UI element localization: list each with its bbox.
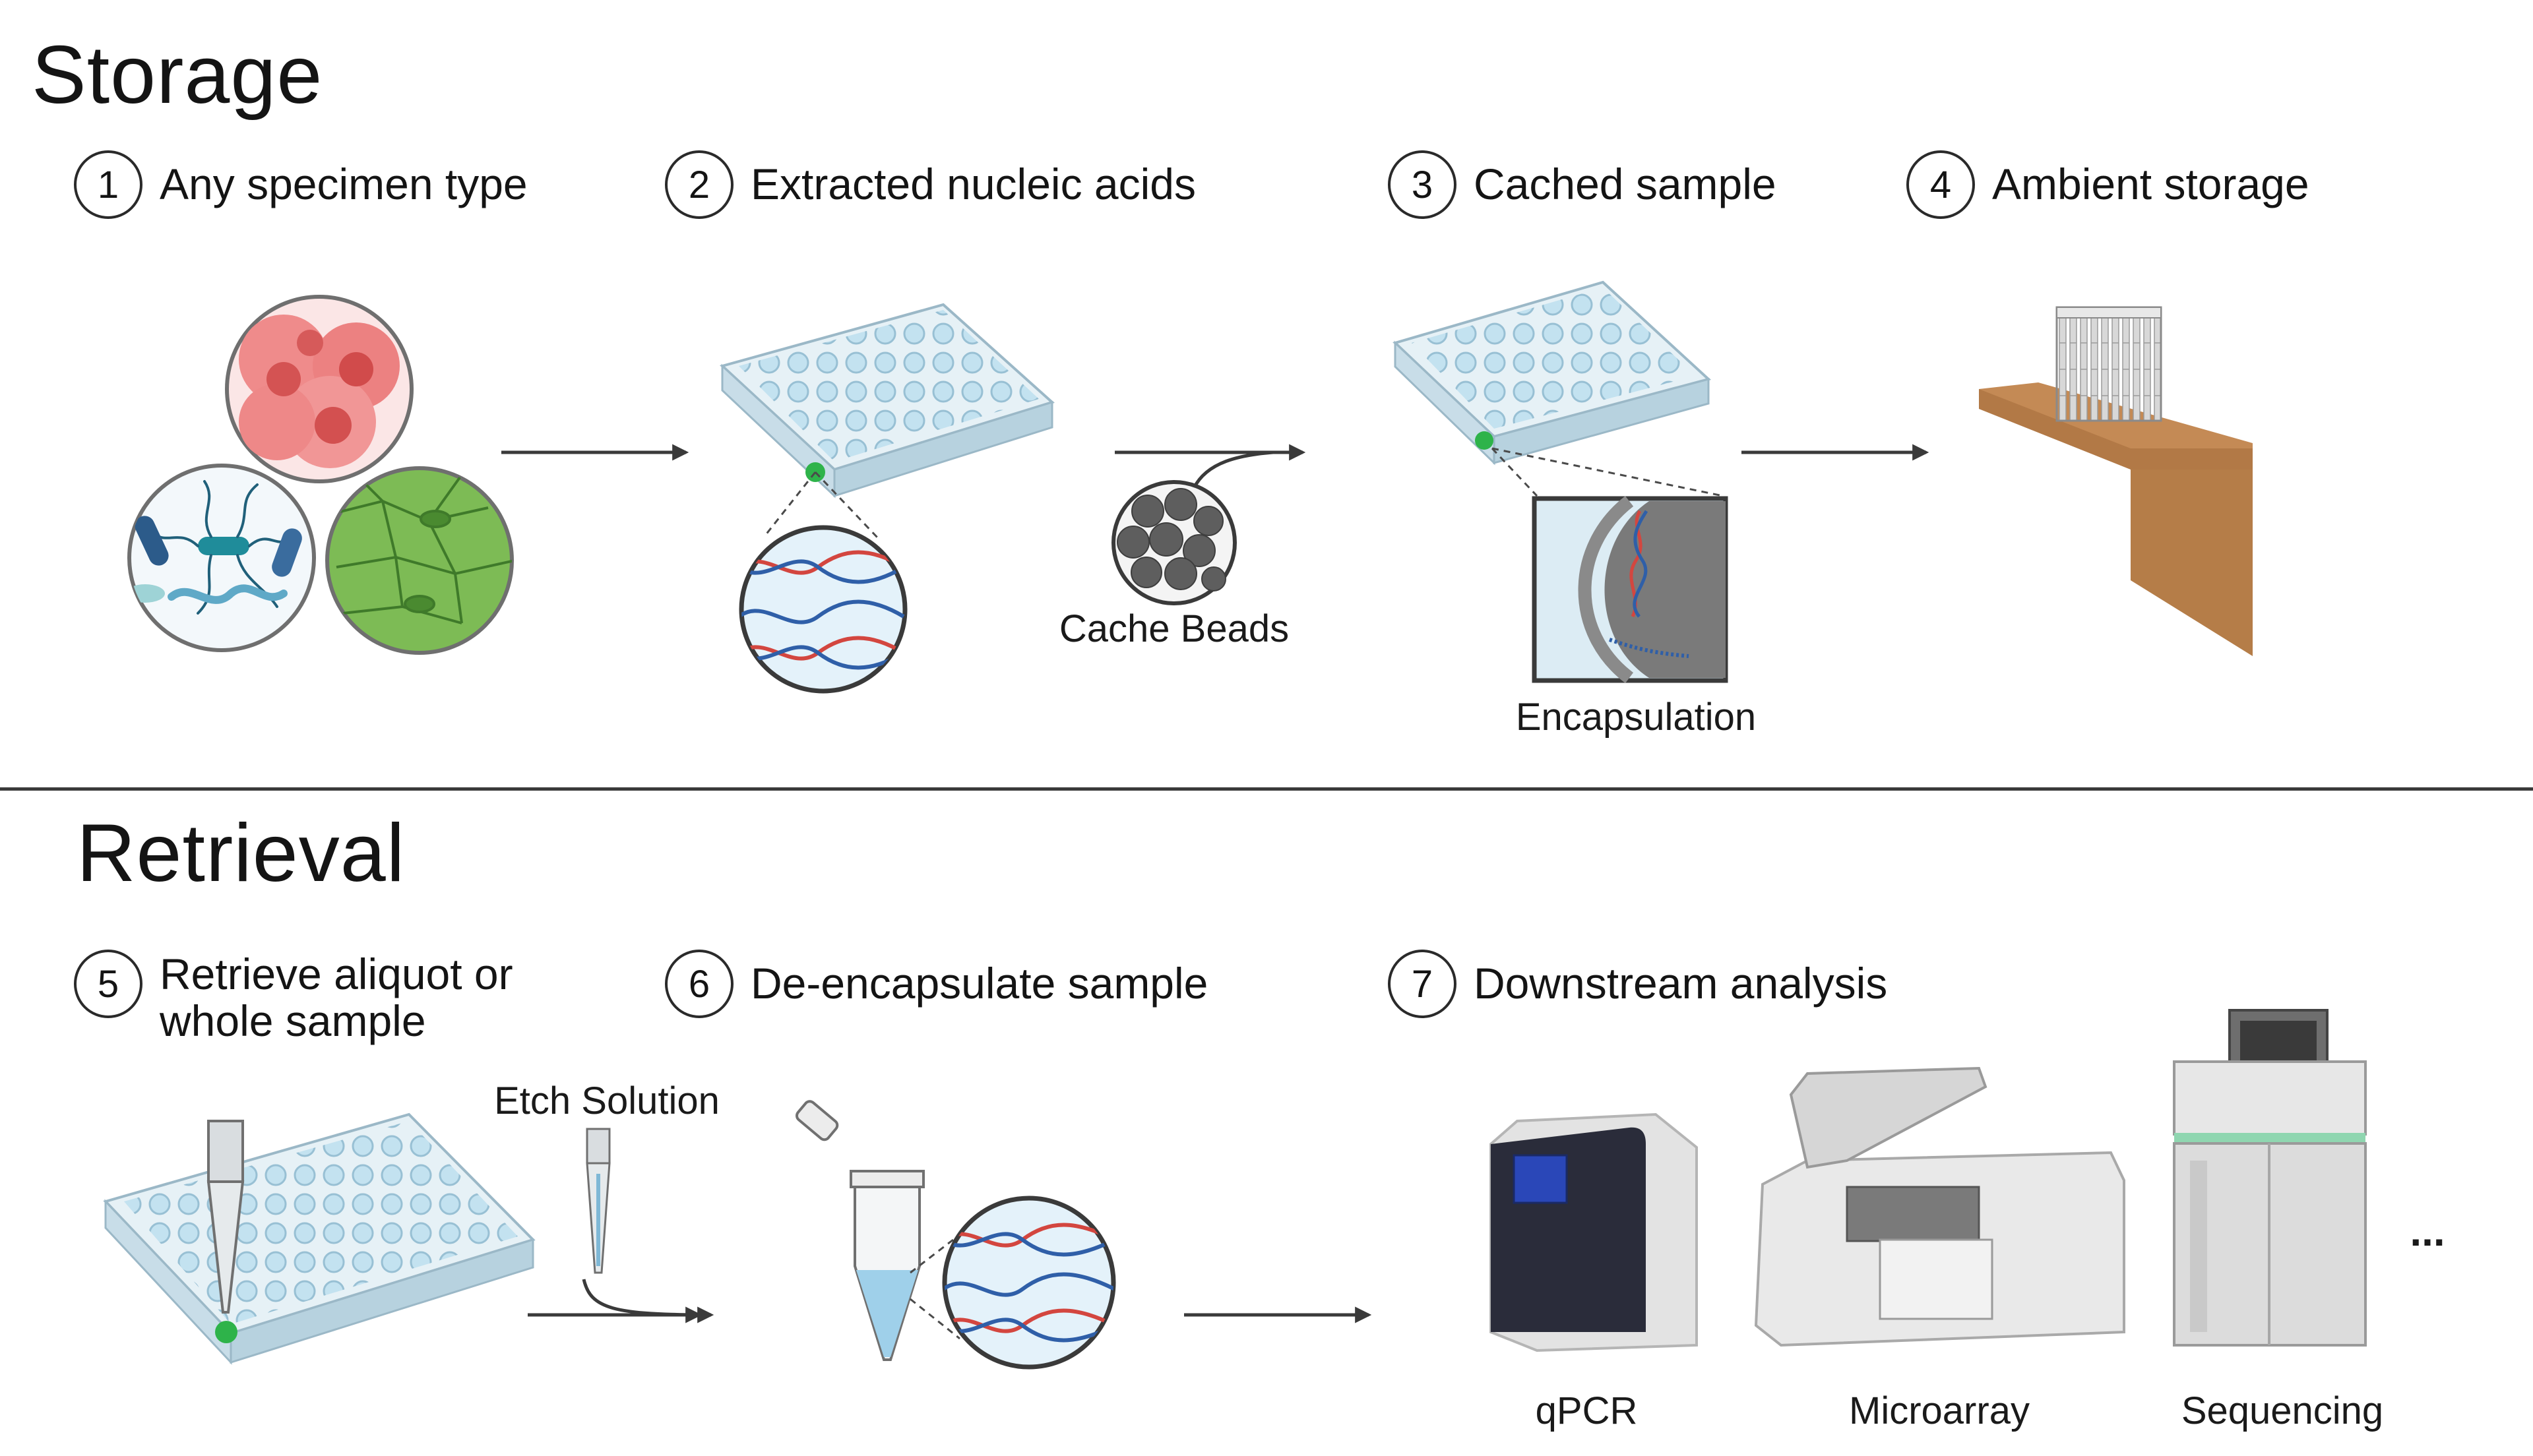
step-label: Extracted nucleic acids — [751, 160, 1196, 208]
step-label: Ambient storage — [1992, 160, 2309, 208]
cache-beads-icon — [1111, 480, 1237, 605]
storage-section-title: Storage — [32, 30, 323, 121]
step-number-badge: 6 — [665, 950, 734, 1018]
cancer-cells-icon — [225, 295, 414, 483]
section-divider — [0, 787, 2533, 791]
step-6: 6 De-encapsulate sample — [665, 950, 1208, 1018]
well-plate-icon — [720, 303, 1055, 499]
step-number-badge: 5 — [74, 950, 142, 1018]
step-number-badge: 4 — [1906, 150, 1975, 219]
pipette-tip-icon — [206, 1120, 245, 1314]
step-3: 3 Cached sample — [1388, 150, 1776, 219]
plant-cells-icon — [325, 466, 514, 655]
step-number-badge: 1 — [74, 150, 142, 219]
microarray-instrument-icon — [1754, 1066, 2125, 1347]
sequencing-caption: Sequencing — [2181, 1389, 2384, 1432]
arrow-5-6 — [582, 1279, 714, 1323]
retrieval-section-title: Retrieval — [77, 808, 406, 899]
ellipsis-more-caption: ... — [2410, 1207, 2445, 1255]
step-label-line-2: whole sample — [160, 996, 426, 1046]
step-5: 5 Retrieve aliquot or whole sample — [74, 950, 513, 1045]
step-1: 1 Any specimen type — [74, 150, 528, 219]
dna-zoom-icon — [739, 525, 908, 694]
cache-beads-caption: Cache Beads — [1059, 607, 1290, 650]
arrow-beads-curve — [1192, 450, 1274, 489]
retrieval-plate-icon — [103, 1112, 536, 1365]
step-label: Cached sample — [1474, 160, 1776, 208]
cached-plate-icon — [1392, 280, 1712, 466]
step-label: Any specimen type — [160, 160, 528, 208]
cached-well-dot — [1475, 431, 1493, 450]
step-label: De-encapsulate sample — [751, 959, 1208, 1008]
encapsulation-zoom-icon — [1532, 496, 1728, 683]
step-number-badge: 2 — [665, 150, 734, 219]
microarray-caption: Microarray — [1849, 1389, 2030, 1432]
bacteria-icon — [127, 464, 316, 652]
step-4: 4 Ambient storage — [1906, 150, 2309, 219]
qpcr-caption: qPCR — [1535, 1389, 1638, 1432]
step-7: 7 Downstream analysis — [1388, 950, 1887, 1018]
sequencer-instrument-icon — [2173, 1009, 2367, 1347]
encapsulation-caption: Encapsulation — [1515, 696, 1757, 739]
microtube-icon — [796, 1100, 925, 1361]
qpcr-instrument-icon — [1489, 1112, 1698, 1352]
retrieval-well-dot — [215, 1321, 237, 1343]
step-number-badge: 3 — [1388, 150, 1456, 219]
step-label: Downstream analysis — [1474, 959, 1888, 1008]
ambient-storage-shelf-icon — [1979, 306, 2253, 656]
etch-solution-caption: Etch Solution — [494, 1079, 720, 1122]
dna-zoom-retrieval-icon — [942, 1196, 1116, 1370]
tube-rack-icon — [2055, 306, 2162, 422]
step-label-line-1: Retrieve aliquot or — [160, 950, 513, 998]
step-number-badge: 7 — [1388, 950, 1456, 1018]
step-2: 2 Extracted nucleic acids — [665, 150, 1196, 219]
step-label: Retrieve aliquot or whole sample — [160, 950, 513, 1046]
etch-solution-tip-icon — [586, 1128, 611, 1274]
